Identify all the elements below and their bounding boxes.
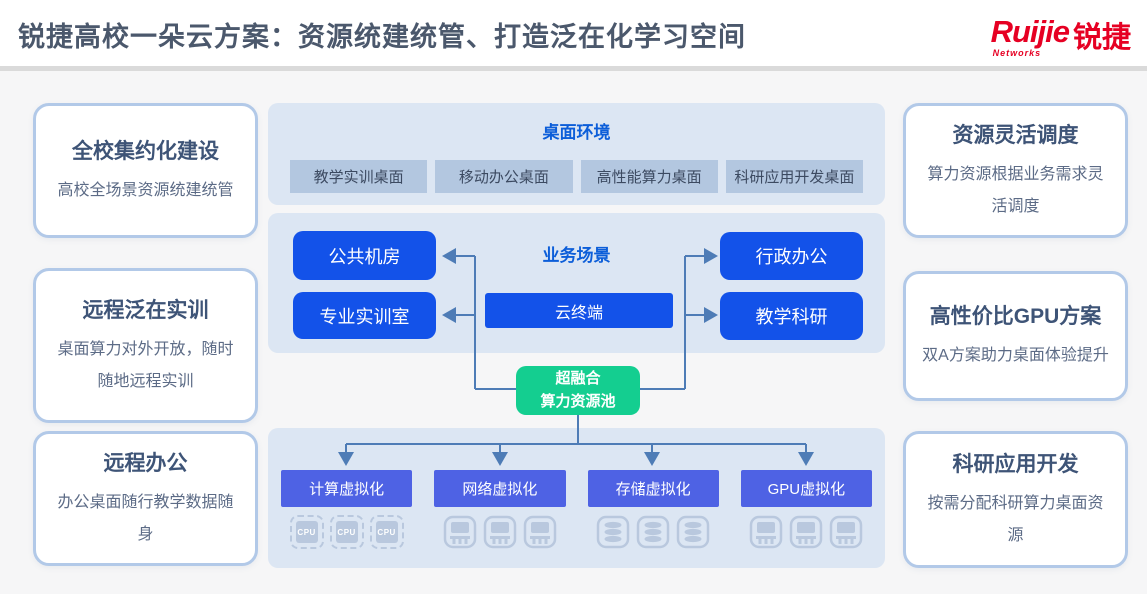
card-title: 全校集约化建设 [72,139,219,163]
logo-wordmark: Ruijie Networks [990,14,1070,58]
desktop-high-performance: 高性能算力桌面 [580,160,718,193]
node-hci-compute-pool: 超融合 算力资源池 [516,366,640,415]
card-desc: 高校全场景资源统建统管 [57,181,234,199]
panel-virtualization: 计算虚拟化 网络虚拟化 存储虚拟化 GPU虚拟化 CPU CPU CPU [268,428,885,568]
gpu-card-icon [750,515,783,549]
node-administrative-office: 行政办公 [720,232,863,280]
cpu-label: CPU [375,521,398,543]
card-title: 远程泛在实训 [82,298,209,322]
card-gpu-solution: 高性价比GPU方案 双A方案助力桌面体验提升 [903,271,1128,401]
node-compute-virtualization: 计算虚拟化 [281,470,413,507]
network-card-icons-group [434,515,565,549]
header-divider [0,66,1147,71]
gpu-card-icon [830,515,863,549]
desktop-research-dev: 科研应用开发桌面 [725,160,863,193]
card-title: 资源灵活调度 [952,123,1079,147]
logo-chinese-text: 锐捷 [1072,22,1131,54]
storage-disk-icons-group [588,515,719,549]
network-card-icon [443,515,477,549]
logo-networks-text: Networks [992,48,1042,58]
logo-brand-text: Ruijie [990,14,1070,49]
cpu-chip-icon: CPU [329,515,364,549]
desktop-mobile-office: 移动办公桌面 [435,160,573,193]
panel-desktop-environment-title: 桌面环境 [542,123,611,142]
node-gpu-virtualization: GPU虚拟化 [740,470,872,507]
card-desc: 按需分配科研算力桌面资源 [927,494,1104,544]
pool-line2: 算力资源池 [540,392,616,410]
card-flexible-scheduling: 资源灵活调度 算力资源根据业务需求灵活调度 [903,103,1128,238]
cpu-label: CPU [335,521,358,543]
panel-desktop-environment: 桌面环境 教学实训桌面 移动办公桌面 高性能算力桌面 科研应用开发桌面 [268,103,885,205]
node-storage-virtualization: 存储虚拟化 [587,470,719,507]
card-desc: 桌面算力对外开放，随时随地远程实训 [57,340,234,390]
cpu-chip-icon: CPU [289,515,324,549]
card-remote-office: 远程办公 办公桌面随行教学数据随身 [33,431,258,566]
card-title: 高性价比GPU方案 [929,305,1102,328]
panel-business-scenarios-title: 业务场景 [542,246,611,265]
card-remote-training: 远程泛在实训 桌面算力对外开放，随时随地远程实训 [33,268,258,423]
desktop-teaching-training: 教学实训桌面 [290,160,428,193]
page-title: 锐捷高校一朵云方案：资源统建统管、打造泛在化学习空间 [18,22,746,52]
header: 锐捷高校一朵云方案：资源统建统管、打造泛在化学习空间 Ruijie Networ… [0,0,1147,66]
gpu-card-icon [790,515,823,549]
network-card-icon [483,515,517,549]
node-professional-training-room: 专业实训室 [293,292,436,339]
virtualization-buttons-row: 计算虚拟化 网络虚拟化 存储虚拟化 GPU虚拟化 [281,470,872,507]
card-desc: 算力资源根据业务需求灵活调度 [927,165,1104,215]
node-network-virtualization: 网络虚拟化 [434,470,566,507]
node-teaching-research: 教学科研 [720,292,863,340]
node-cloud-terminal: 云终端 [485,293,673,328]
cpu-label: CPU [295,521,318,543]
pool-line1: 超融合 [555,370,601,387]
gpu-card-icons-group [741,515,872,549]
cpu-icons-group: CPU CPU CPU [281,515,412,549]
network-card-icon [523,515,557,549]
storage-disk-icon [636,515,670,549]
ruijie-logo: Ruijie Networks 锐捷 [990,14,1131,58]
virtualization-icons-row: CPU CPU CPU [281,515,872,549]
storage-disk-icon [596,515,630,549]
panel-business-scenarios: 业务场景 公共机房 专业实训室 行政办公 教学科研 云终端 [268,213,885,353]
card-desc: 办公桌面随行教学数据随身 [57,493,234,543]
card-title: 科研应用开发 [952,452,1079,476]
storage-disk-icon [676,515,710,549]
card-campus-intensive-build: 全校集约化建设 高校全场景资源统建统管 [33,103,258,238]
cpu-chip-icon: CPU [369,515,404,549]
card-title: 远程办公 [103,451,188,475]
desktop-buttons-row: 教学实训桌面 移动办公桌面 高性能算力桌面 科研应用开发桌面 [290,160,863,193]
card-desc: 双A方案助力桌面体验提升 [922,347,1109,364]
node-public-computer-room: 公共机房 [293,231,436,280]
card-research-app-dev: 科研应用开发 按需分配科研算力桌面资源 [903,431,1128,568]
